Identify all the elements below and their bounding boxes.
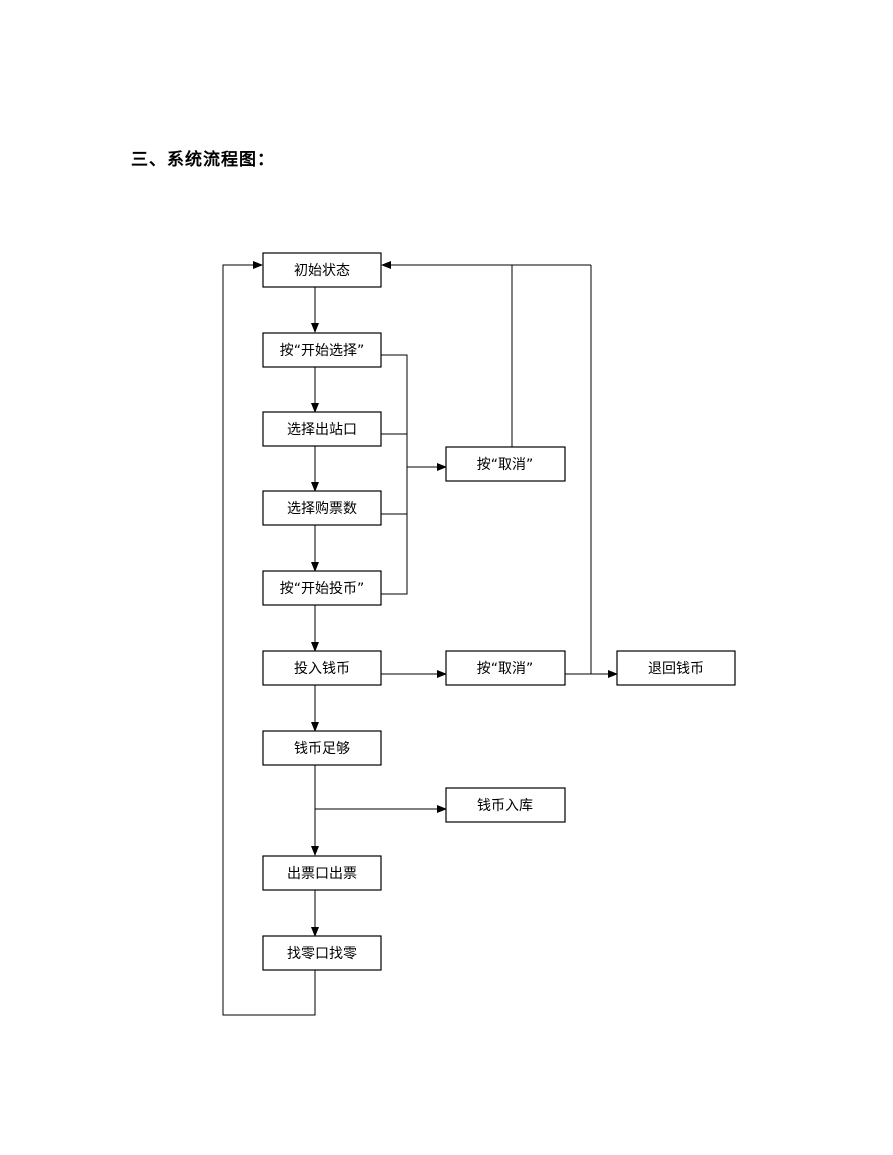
node-initial-label: 初始状态 [294, 262, 350, 279]
node-press-start-coin-label: 按“开始投币” [280, 581, 365, 597]
node-coin-enough-label: 钱币足够 [294, 741, 350, 757]
node-cancel-1-label: 按“取消” [477, 457, 534, 473]
node-refund-label: 退回钱币 [648, 661, 704, 677]
node-initial: 初始状态 [262, 252, 382, 288]
node-press-start-select-label: 按“开始选择” [280, 343, 365, 359]
connectors [222, 261, 618, 1016]
node-coin-store: 钱币入库 [445, 787, 566, 823]
node-cancel-1: 按“取消” [445, 446, 566, 482]
node-coin-store-label: 钱币入库 [477, 798, 533, 814]
node-select-count-label: 选择购票数 [287, 501, 357, 517]
node-select-exit-label: 选择出站口 [287, 422, 357, 438]
node-coin-enough: 钱币足够 [262, 730, 382, 766]
node-change-out: 找零口找零 [262, 935, 382, 971]
node-press-start-select: 按“开始选择” [262, 332, 382, 368]
node-cancel-2-label: 按“取消” [477, 661, 534, 677]
line-bracket-selection [381, 354, 408, 595]
node-ticket-out: 出票口出票 [262, 855, 382, 891]
node-insert-coin-label: 投入钱币 [294, 661, 350, 677]
node-cancel-2: 按“取消” [445, 650, 566, 686]
node-press-start-coin: 按“开始投币” [262, 570, 382, 606]
node-refund: 退回钱币 [616, 650, 736, 686]
node-select-exit: 选择出站口 [262, 411, 382, 447]
page-heading: 三、系统流程图： [131, 150, 275, 170]
arrow-loop-back-to-initial [222, 261, 316, 1016]
node-change-out-label: 找零口找零 [287, 946, 357, 962]
node-ticket-out-label: 出票口出票 [287, 866, 357, 882]
node-insert-coin: 投入钱币 [262, 650, 382, 686]
node-select-count: 选择购票数 [262, 490, 382, 526]
